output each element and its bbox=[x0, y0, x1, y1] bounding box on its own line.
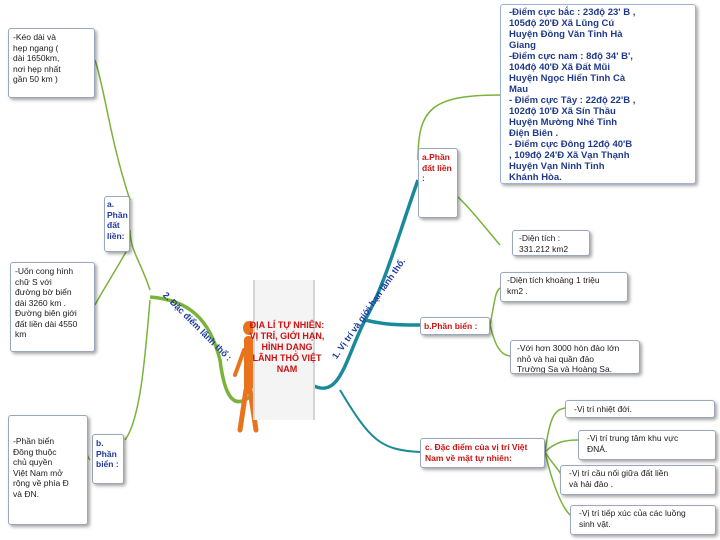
right-a-label: a.Phần đất liền : bbox=[418, 148, 458, 218]
right-a-extremes: -Điểm cực bắc : 23độ 23' B , 105độ 20'Đ … bbox=[500, 4, 696, 184]
left-b-text: -Phần biển Đông thuộc chủ quyền Việt Nam… bbox=[8, 415, 88, 525]
right-b-area: -Diện tích khoảng 1 triệu km2 . bbox=[500, 272, 628, 302]
right-b-label: b.Phần biển : bbox=[420, 317, 490, 335]
right-b-islands: -Với hơn 3000 hòn đảo lớn nhỏ và hai quầ… bbox=[510, 340, 640, 374]
central-topic-panel bbox=[253, 280, 315, 420]
branch-2-connector bbox=[149, 295, 254, 404]
right-c-label: c. Đặc điểm của vị trí Việt Nam về mặt t… bbox=[420, 438, 545, 468]
right-c-item-4: -Vị trí tiếp xúc của các luồng sinh vật. bbox=[570, 505, 716, 535]
left-a-text-2: -Uốn cong hình chữ S với đường bờ biển d… bbox=[10, 262, 95, 352]
left-a-label: a. Phần đất liền: bbox=[104, 196, 130, 252]
right-c-item-3: -Vị trí cầu nối giữa đất liền và hải đảo… bbox=[560, 465, 716, 495]
branch-1-connector bbox=[311, 179, 421, 390]
right-c-item-1: -Vị trí nhiệt đới. bbox=[565, 400, 715, 418]
left-b-label: b. Phần biển : bbox=[92, 434, 124, 484]
right-c-item-2: -Vị trí trung tâm khu vực ĐNÁ. bbox=[578, 430, 716, 460]
left-a-text: -Kéo dài và hẹp ngang ( dài 1650km, nơi … bbox=[8, 28, 95, 98]
central-topic-title: ĐỊA LÍ TỰ NHIÊN: VỊ TRÍ, GIỚI HẠN, HÌNH … bbox=[249, 320, 325, 374]
branch-c-connector bbox=[339, 389, 421, 453]
right-a-area: -Diện tích : 331.212 km2 bbox=[512, 230, 590, 256]
